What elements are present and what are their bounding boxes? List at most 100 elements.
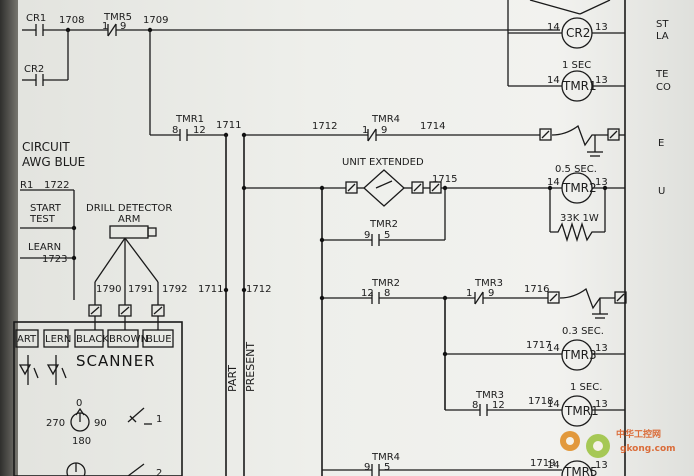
drill-detector-arm <box>88 225 165 330</box>
tmr3b-pin8: 8 <box>472 400 478 411</box>
wire-1714: 1714 <box>420 121 445 132</box>
tmr3a-pin1: 1 <box>466 288 472 299</box>
circuit-label: CIRCUIT <box>22 140 70 154</box>
contact-cr2-label: CR2 <box>24 64 44 75</box>
resistor-label: 33K 1W <box>560 213 599 224</box>
wire-1715: 1715 <box>432 174 457 185</box>
tmr2b-pin12: 12 <box>361 288 374 299</box>
coil-tmr1-top <box>561 70 593 102</box>
coil-tmr1-bottom-label: TMR1 <box>564 404 599 418</box>
rung-tmr2-seal <box>319 234 445 246</box>
coil-tmr5-label: TMR5 <box>563 465 598 476</box>
coil-tmr2 <box>561 172 593 204</box>
wire-1708-label: 1708 <box>59 15 84 26</box>
dial-2 <box>66 462 86 476</box>
wire-1712-top: 1712 <box>312 121 337 132</box>
top-rung <box>22 23 560 141</box>
coil-cr2 <box>561 17 593 49</box>
terminal-art: ART <box>17 334 37 345</box>
awg-blue-label: AWG BLUE <box>22 155 85 169</box>
dial-90: 90 <box>94 418 107 429</box>
terminal-blue: BLUE <box>146 334 172 345</box>
tmr5-pin1: 1 <box>102 21 108 32</box>
wire-1718: 1718 <box>528 396 553 407</box>
coil-tmr5-pin13: 13 <box>595 460 608 471</box>
pot-1 <box>127 407 152 425</box>
tmr3a-pin9: 9 <box>488 288 494 299</box>
drill-detector-label: DRILL DETECTOR <box>86 203 172 214</box>
contact-cr1-label: CR1 <box>26 13 46 24</box>
edge-e: E <box>658 138 664 149</box>
watermark-cn: 中华工控网 <box>616 428 661 440</box>
contact-tmr4-bottom-label: TMR4 <box>371 452 400 463</box>
wire-1716: 1716 <box>524 284 549 295</box>
r1-label: R1 <box>20 180 33 191</box>
pot-1-label: 1 <box>156 414 162 425</box>
coil-tmr1-pin13: 13 <box>595 75 608 86</box>
tmr1-timing-bottom: 1 SEC. <box>570 382 602 393</box>
wire-1709-label: 1709 <box>143 15 168 26</box>
rung-1716 <box>319 287 627 319</box>
coil-cr2-pin14: 14 <box>547 22 560 33</box>
learn-label: LEARN <box>28 242 61 253</box>
coil-cr2-pin13: 13 <box>595 22 608 33</box>
contact-tmr2-a-label: TMR2 <box>369 219 398 230</box>
top-right-coils <box>507 0 626 476</box>
tmr3-timing: 0.3 SEC. <box>562 326 604 337</box>
contact-tmr5-label: TMR5 <box>103 12 132 23</box>
tmr4b-pin5: 5 <box>384 462 390 473</box>
drill-arm-label: ARM <box>118 214 140 225</box>
coil-tmr2-label: TMR2 <box>562 181 597 195</box>
coil-tmr1-pin14: 14 <box>547 75 560 86</box>
tmr4b-pin9: 9 <box>364 462 370 473</box>
coil-tmr3-pin14: 14 <box>547 343 560 354</box>
wire-1790: 1790 <box>96 284 121 295</box>
tmr5-pin9: 9 <box>120 21 126 32</box>
coil-tmr3-pin13: 13 <box>595 343 608 354</box>
dial-180: 180 <box>72 436 91 447</box>
left-start-learn <box>20 189 77 300</box>
contact-tmr4-top-label: TMR4 <box>371 114 400 125</box>
terminal-black: BLACK <box>76 334 109 345</box>
edge-la: LA <box>656 31 669 42</box>
tmr2-timing: 0.5 SEC. <box>555 164 597 175</box>
tmr1-timing-top: 1 SEC <box>562 60 591 71</box>
wire-1791: 1791 <box>128 284 153 295</box>
edge-u: U <box>658 186 665 197</box>
rung-1718 <box>445 404 625 416</box>
coil-tmr1-bottom <box>561 395 593 427</box>
tmr3b-pin12: 12 <box>492 400 505 411</box>
unit-extended-label: UNIT EXTENDED <box>342 157 424 168</box>
tmr2b-pin8: 8 <box>384 288 390 299</box>
wire-1723: 1723 <box>42 254 67 265</box>
tmr4-pin1: 1 <box>362 125 368 136</box>
wire-1719: 1719 <box>530 458 555 469</box>
part-present-label-2: PRESENT <box>244 342 257 392</box>
scanner-block <box>13 321 183 476</box>
rung-1717 <box>442 351 625 357</box>
edge-te: TE <box>655 69 668 80</box>
watermark-url: gkong.com <box>620 444 676 454</box>
part-present-line2: PRESENT <box>244 342 257 392</box>
part-present-label: PART <box>226 365 239 392</box>
rung-1719 <box>322 464 562 476</box>
wire-1792: 1792 <box>162 284 187 295</box>
contact-tmr3-no-label: TMR3 <box>475 390 504 401</box>
wire-1717: 1717 <box>526 340 551 351</box>
wire-1722: 1722 <box>44 180 69 191</box>
coil-tmr5 <box>561 460 593 476</box>
tmr1-pin8: 8 <box>172 125 178 136</box>
terminal-lern: LERN <box>45 334 71 345</box>
part-present-line1: PART <box>226 365 239 392</box>
test-label: TEST <box>29 214 56 225</box>
wire-1712-bus: 1712 <box>246 284 271 295</box>
coil-tmr3-label: TMR3 <box>562 348 597 362</box>
coil-tmr1-top-label: TMR1 <box>562 79 597 93</box>
scanner-label: SCANNER <box>76 352 156 370</box>
wire-1711-bus: 1711 <box>198 284 223 295</box>
tmr4-pin9: 9 <box>381 125 387 136</box>
start-label: START <box>30 203 62 214</box>
dial-270: 270 <box>46 418 65 429</box>
